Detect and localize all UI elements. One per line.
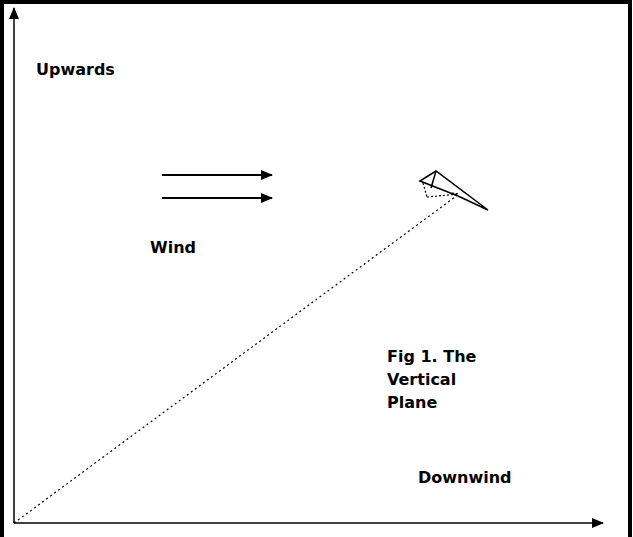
- figure-caption: Fig 1. The Vertical Plane: [387, 345, 502, 414]
- wind-label: Wind: [150, 236, 230, 259]
- kite-spar: [431, 171, 436, 188]
- kite-bridle: [427, 194, 459, 197]
- horizontal-axis: [14, 522, 603, 524]
- wind-arrow: [162, 174, 272, 176]
- axis-label: Upwards: [36, 58, 156, 81]
- kite: [420, 171, 488, 210]
- kite-bridle: [452, 193, 459, 194]
- kite-bridle: [423, 183, 427, 197]
- vertical-axis: [13, 8, 15, 523]
- axis-label: Downwind: [418, 466, 548, 489]
- wind-arrow: [162, 197, 272, 199]
